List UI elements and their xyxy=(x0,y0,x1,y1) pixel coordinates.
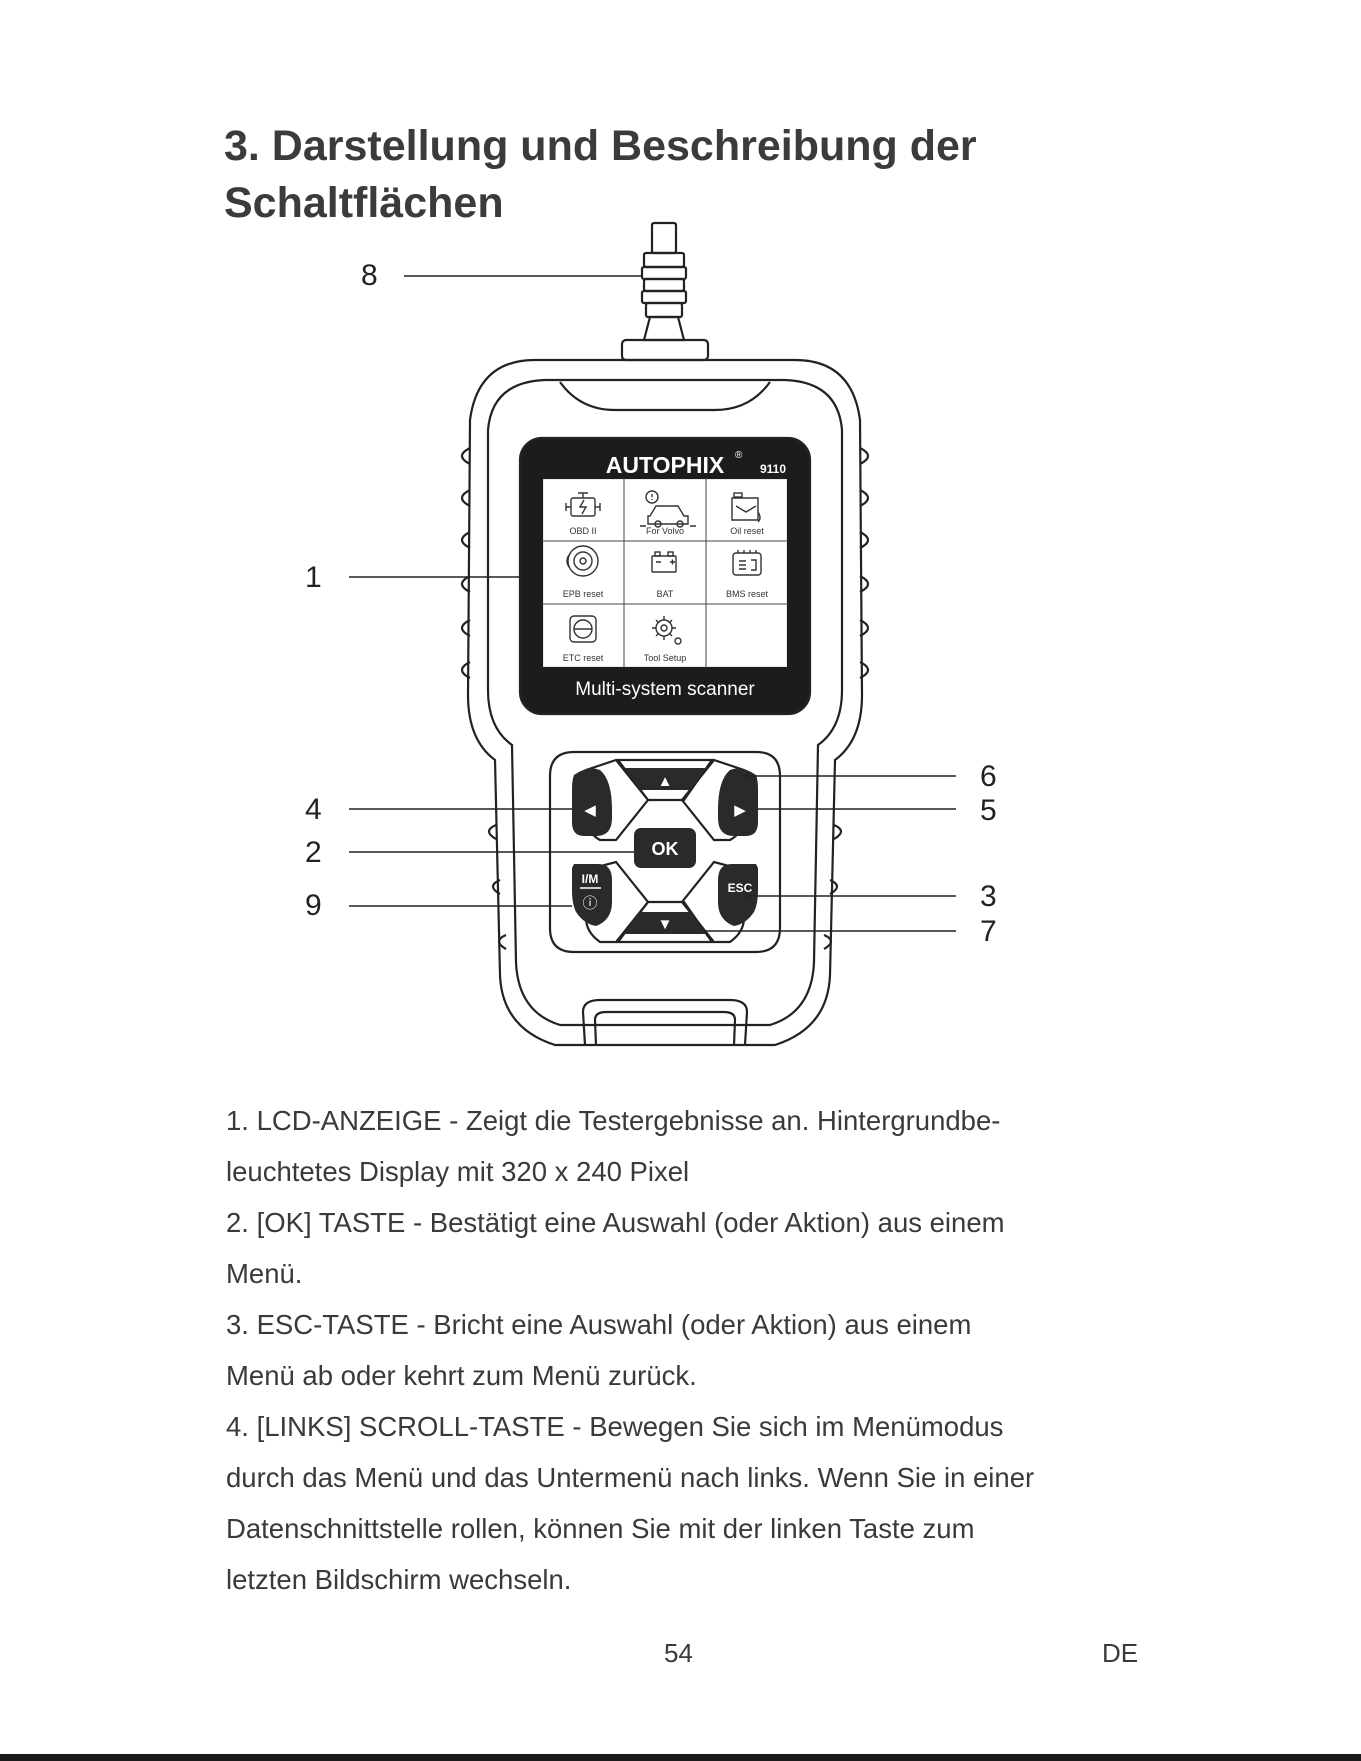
page-title: 3. Darstellung und Beschreibung der Scha… xyxy=(224,118,1224,232)
keypad: ▲ ▼ ◀ ▶ OK I/M ⓘ ESC xyxy=(572,758,758,944)
ok-button-label: OK xyxy=(652,839,679,859)
up-button[interactable] xyxy=(624,768,706,790)
ok-button[interactable] xyxy=(634,828,696,868)
esc-button-label: ESC xyxy=(728,881,753,895)
callout-1: 1 xyxy=(305,561,322,594)
page-title-line-2: Schaltflächen xyxy=(224,179,504,227)
right-arrow-icon: ▶ xyxy=(734,802,746,819)
callout-5: 5 xyxy=(980,794,997,827)
menu-item-oil-reset[interactable]: Oil reset xyxy=(730,526,764,536)
callout-4: 4 xyxy=(305,793,322,826)
description-line: 1. LCD-ANZEIGE - Zeigt die Testergebniss… xyxy=(226,1105,1001,1136)
description-line: 3. ESC-TASTE - Bricht eine Auswahl (oder… xyxy=(226,1309,972,1340)
description-line: Datenschnittstelle rollen, können Sie mi… xyxy=(226,1513,975,1544)
callout-7: 7 xyxy=(980,915,997,948)
screen-subtitle: Multi-system scanner xyxy=(575,679,755,700)
im-button[interactable] xyxy=(572,864,612,926)
description-line: 2. [OK] TASTE - Bestätigt eine Auswahl (… xyxy=(226,1207,1005,1238)
brand-logo: AUTOPHIX xyxy=(606,452,725,478)
menu-item-bms-reset[interactable]: BMS reset xyxy=(726,589,769,599)
callout-6: 6 xyxy=(980,760,997,793)
callout-2: 2 xyxy=(305,836,322,869)
brake-disc-icon xyxy=(566,545,599,577)
page-number: 54 xyxy=(664,1638,693,1668)
callout-9: 9 xyxy=(305,889,322,922)
down-arrow-icon: ▼ xyxy=(658,916,673,933)
description-line: Menü. xyxy=(226,1258,303,1289)
callout-3: 3 xyxy=(980,880,997,913)
bms-icon xyxy=(732,550,762,576)
bottom-rule xyxy=(0,1754,1361,1761)
menu-item-tool-setup[interactable]: Tool Setup xyxy=(644,653,687,663)
description-line: leuchtetes Display mit 320 x 240 Pixel xyxy=(226,1156,690,1187)
description-line: Menü ab oder kehrt zum Menü zurück. xyxy=(226,1360,697,1391)
page-title-line-1: 3. Darstellung und Beschreibung der xyxy=(224,122,977,170)
im-button-label: I/M xyxy=(582,872,599,886)
menu-item-etc-reset[interactable]: ETC reset xyxy=(563,653,604,663)
gear-icon xyxy=(652,616,682,645)
registered-mark: ® xyxy=(735,450,743,461)
description-line: letzten Bildschirm wechseln. xyxy=(226,1564,572,1595)
throttle-icon xyxy=(569,615,597,643)
description-line: durch das Menü und das Untermenü nach li… xyxy=(226,1462,1035,1493)
engine-icon xyxy=(565,492,601,517)
esc-button[interactable] xyxy=(718,864,758,926)
language-tag: DE xyxy=(1102,1638,1139,1668)
scanner-diagram: AUTOPHIX ® 9110 Multi-system scanner xyxy=(305,221,997,1047)
description-line: 4. [LINKS] SCROLL-TASTE - Bewegen Sie si… xyxy=(226,1411,1004,1442)
oil-can-icon xyxy=(731,492,761,523)
left-button[interactable] xyxy=(572,768,612,836)
button-descriptions: 1. LCD-ANZEIGE - Zeigt die Testergebniss… xyxy=(226,1095,1226,1605)
menu-item-for-volvo[interactable]: For Volvo xyxy=(646,526,684,536)
down-button[interactable] xyxy=(624,912,706,934)
obd-cable xyxy=(620,221,710,362)
menu-item-epb-reset[interactable]: EPB reset xyxy=(563,589,604,599)
callout-lines xyxy=(349,275,956,932)
model-number: 9110 xyxy=(760,462,786,476)
car-icon xyxy=(640,490,696,528)
up-arrow-icon: ▲ xyxy=(658,773,673,790)
menu-item-bat[interactable]: BAT xyxy=(657,589,674,599)
callout-8: 8 xyxy=(361,259,378,292)
battery-icon xyxy=(651,551,677,573)
menu-item-obd2[interactable]: OBD II xyxy=(569,526,596,536)
device-body xyxy=(460,358,870,1047)
lcd-display: AUTOPHIX ® 9110 Multi-system scanner xyxy=(518,436,812,716)
right-button[interactable] xyxy=(718,768,758,836)
left-arrow-icon: ◀ xyxy=(584,802,596,819)
info-icon: ⓘ xyxy=(582,895,597,912)
